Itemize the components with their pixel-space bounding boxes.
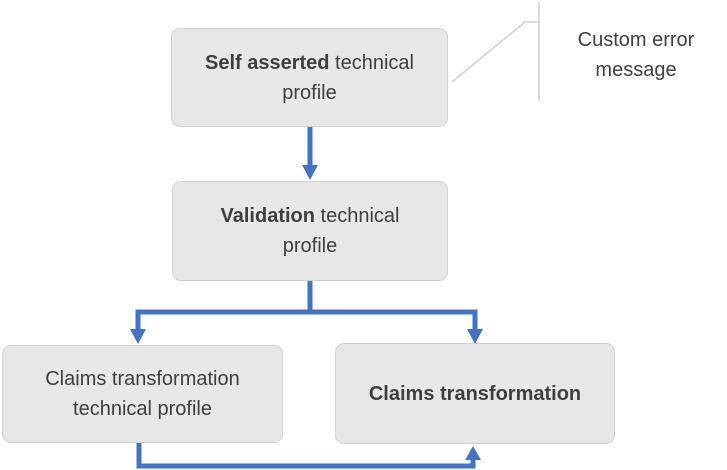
callout-leader-line: [451, 21, 539, 83]
arrow-split-right-head: [467, 329, 483, 344]
arrow-self-to-validation-head: [302, 165, 318, 180]
node-claims-transformation: Claims transformation: [335, 343, 615, 444]
node-label-rest: Claims transformation technical profile: [45, 368, 240, 420]
arrow-claimstp-to-claims-line: [136, 443, 476, 469]
node-validation-technical-profile: Validation technical profile: [172, 181, 448, 281]
node-label-rest: technical profile: [282, 205, 400, 257]
node-label-bold: Claims transformation: [368, 382, 582, 405]
arrow-split-left-head: [130, 329, 146, 344]
node-label: Validation technical profile: [198, 201, 422, 261]
node-label: Self asserted technical profile: [197, 48, 422, 108]
callout-custom-error-message: Custom error message: [577, 29, 695, 81]
node-label-bold: Validation: [220, 205, 315, 227]
node-label-bold: Self asserted: [204, 51, 330, 74]
arrow-claimstp-to-claims-head: [465, 446, 481, 460]
node-self-asserted-technical-profile: Self asserted technical profile: [171, 28, 448, 127]
node-label: Claims transformation: [369, 379, 581, 409]
node-label: Claims transformation technical profile: [28, 364, 257, 424]
node-label-rest: technical profile: [282, 51, 414, 104]
node-claims-transformation-technical-profile: Claims transformation technical profile: [2, 345, 283, 443]
